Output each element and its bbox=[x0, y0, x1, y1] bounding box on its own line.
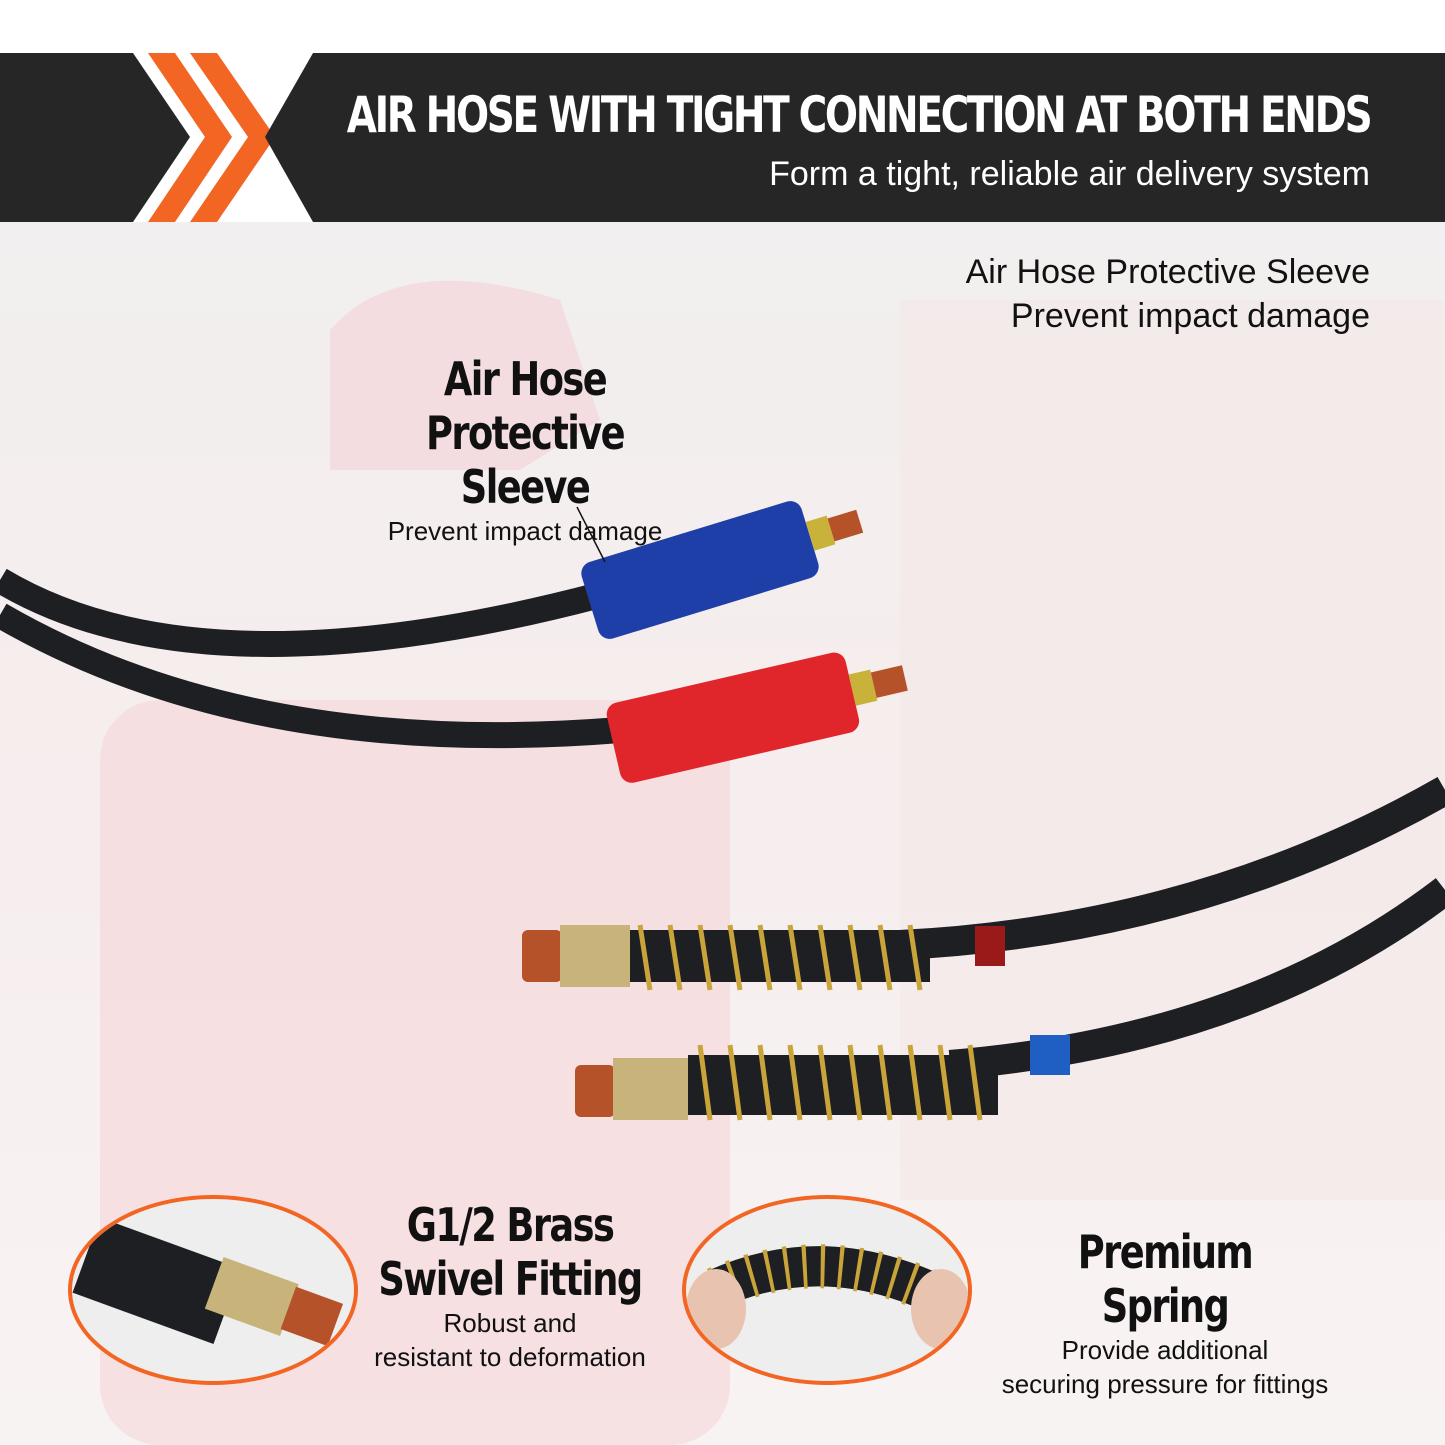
chevron-icon bbox=[148, 53, 232, 222]
callout-spring: Premium Spring Provide additional securi… bbox=[970, 1225, 1360, 1401]
fitting-lower bbox=[575, 1044, 998, 1121]
fitting-upper bbox=[522, 924, 930, 991]
callout-desc: Provide additional bbox=[1061, 1335, 1269, 1365]
side-note-line: Prevent impact damage bbox=[1010, 297, 1370, 335]
callout-title: Premium Spring bbox=[1077, 1225, 1254, 1333]
callout-desc: resistant to deformation bbox=[374, 1342, 646, 1372]
callout-title: Protective Sleeve bbox=[426, 406, 626, 514]
callout-fitting: G1/2 Brass Swivel Fitting Robust and res… bbox=[340, 1198, 680, 1374]
page-subtitle: Form a tight, reliable air delivery syst… bbox=[769, 155, 1370, 193]
callout-desc: securing pressure for fittings bbox=[1001, 1369, 1329, 1399]
callout-sleeve: Air Hose Protective Sleeve Prevent impac… bbox=[345, 352, 705, 548]
callout-title: Air Hose bbox=[443, 352, 608, 406]
blue-sleeve bbox=[581, 501, 864, 639]
spring-closeup bbox=[682, 1195, 972, 1385]
page-title: AIR HOSE WITH TIGHT CONNECTION AT BOTH E… bbox=[346, 86, 1372, 144]
callout-desc: Prevent impact damage bbox=[387, 516, 663, 546]
side-note-line: Air Hose Protective Sleeve bbox=[965, 253, 1370, 291]
callout-desc: Robust and bbox=[443, 1308, 577, 1338]
chevron-icon bbox=[190, 53, 275, 222]
side-note: Air Hose Protective Sleeve Prevent impac… bbox=[966, 250, 1370, 338]
header-banner bbox=[0, 53, 1445, 222]
fitting-closeup bbox=[68, 1195, 358, 1385]
callout-title: Swivel Fitting bbox=[378, 1252, 643, 1306]
red-sleeve bbox=[606, 652, 908, 783]
callout-title: G1/2 Brass bbox=[406, 1198, 615, 1252]
